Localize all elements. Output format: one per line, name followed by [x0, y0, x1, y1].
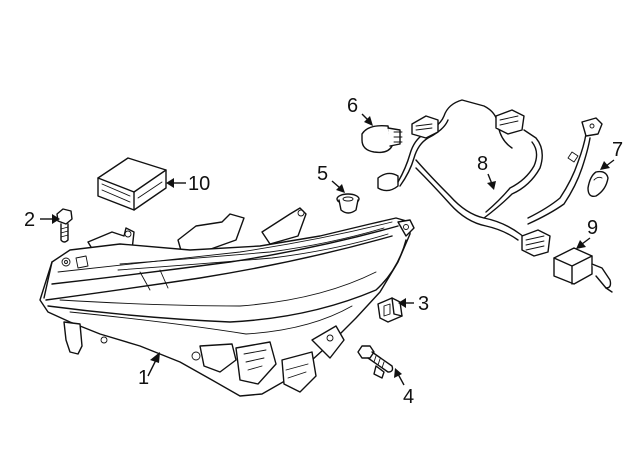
callout-1: 1 — [138, 352, 160, 389]
callout-label-4: 4 — [403, 386, 414, 408]
callout-label-5: 5 — [317, 163, 328, 185]
callout-label-10: 10 — [188, 173, 210, 195]
callout-label-6: 6 — [347, 95, 358, 117]
callout-2: 2 — [24, 209, 60, 231]
callout-label-3: 3 — [418, 293, 429, 315]
part-10-control-module[interactable] — [97, 157, 167, 211]
part-6-socket[interactable] — [361, 124, 403, 154]
callout-3: 3 — [398, 293, 429, 315]
callout-label-8: 8 — [477, 153, 488, 175]
part-5-grommet[interactable] — [336, 193, 360, 214]
callout-label-7: 7 — [612, 139, 623, 161]
part-3-clip-nut[interactable] — [377, 297, 403, 323]
callout-label-2: 2 — [24, 209, 35, 231]
part-7-bulb-cap[interactable] — [587, 170, 609, 198]
callouts: 1 2 3 4 5 6 7 — [24, 95, 623, 408]
part-9-sensor[interactable] — [553, 247, 613, 293]
callout-4: 4 — [394, 368, 414, 408]
callout-6: 6 — [347, 95, 373, 126]
part-2-bolt[interactable] — [56, 208, 73, 243]
callout-8: 8 — [477, 153, 496, 190]
part-4-screw[interactable] — [357, 345, 394, 379]
part-1-headlamp-assembly[interactable] — [39, 207, 415, 397]
callout-7: 7 — [600, 139, 623, 170]
callout-label-1: 1 — [138, 367, 149, 389]
callout-10: 10 — [166, 173, 210, 195]
callout-label-9: 9 — [587, 217, 598, 239]
callout-5: 5 — [317, 163, 345, 193]
callout-9: 9 — [576, 217, 598, 249]
part-8-wiring-harness[interactable] — [377, 99, 603, 257]
